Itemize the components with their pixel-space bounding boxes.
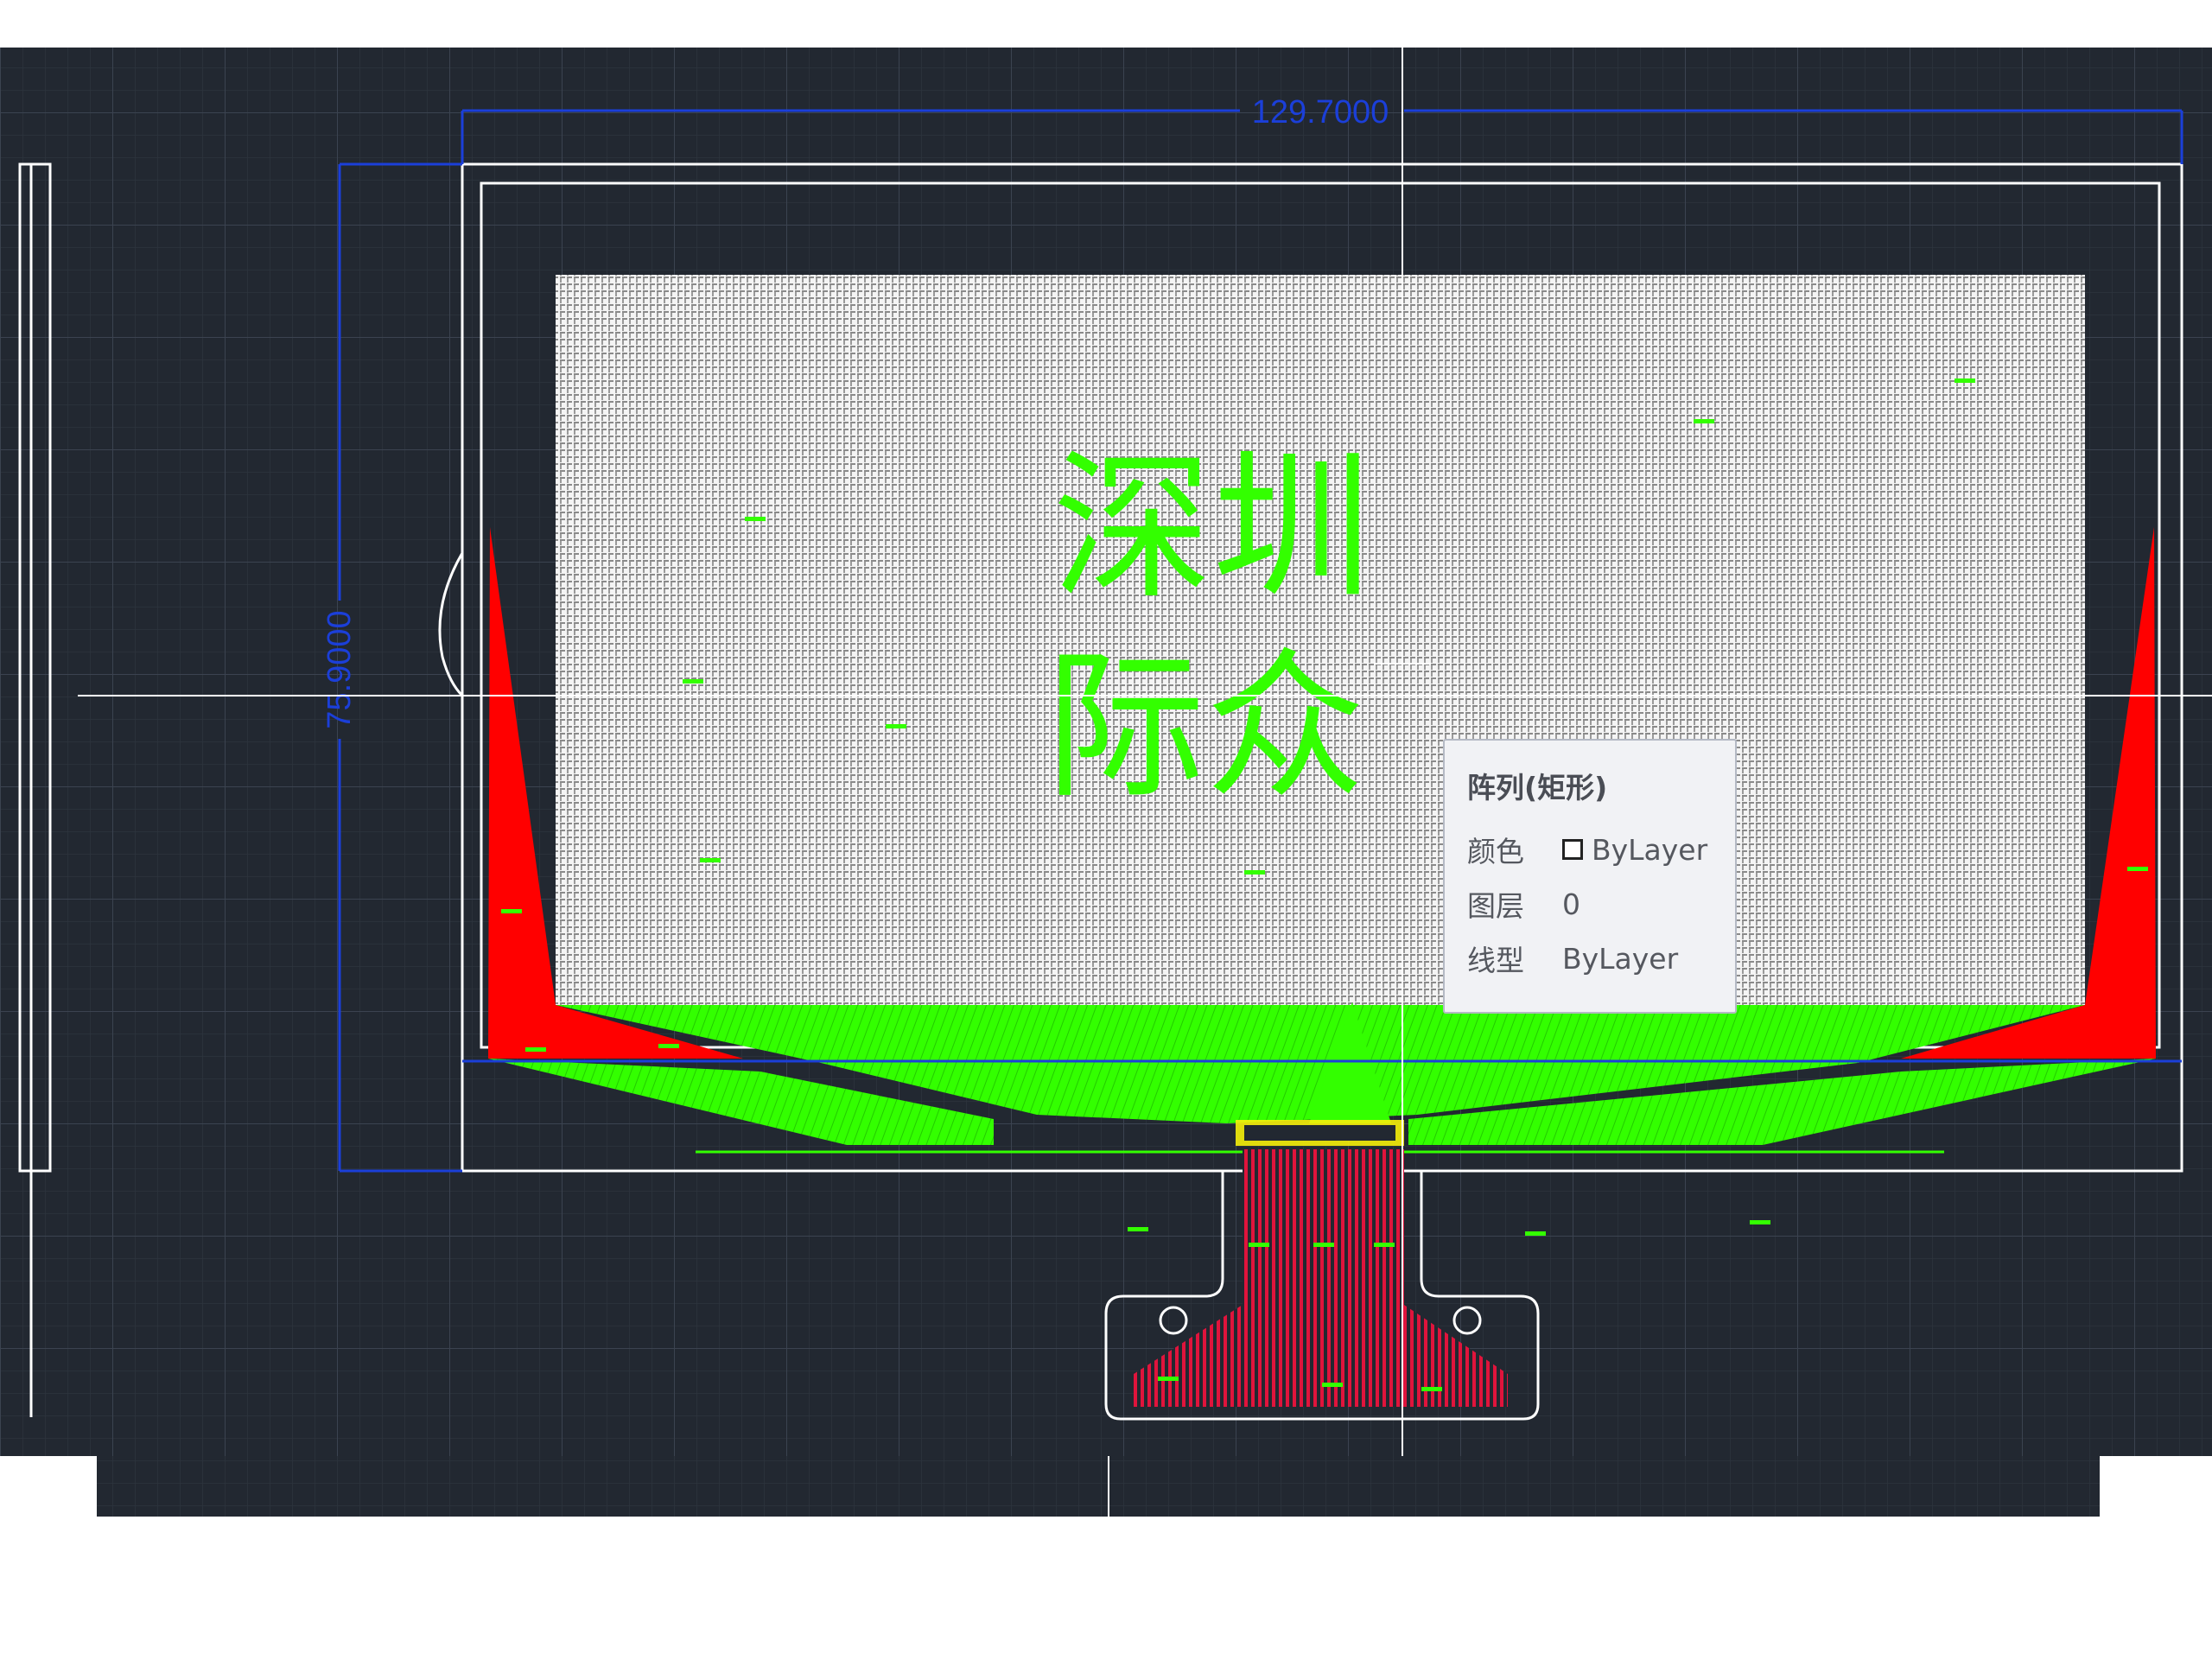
active-area-pixel-array[interactable]: [556, 275, 2085, 1005]
tooltip-title: 阵列(矩形): [1467, 771, 1608, 805]
object-tooltip: 阵列(矩形) 颜色 ByLayer 图层 0 线型 ByLayer: [1443, 739, 1737, 1014]
color-swatch-icon: [1562, 839, 1583, 860]
tooltip-label: 颜色: [1467, 835, 1524, 868]
crosshair-cursor: [78, 48, 2212, 1517]
green-markers: [501, 378, 2148, 1391]
fanout-red-region[interactable]: [488, 527, 2156, 1059]
fpc-traces[interactable]: [1134, 1120, 1508, 1407]
tooltip-value: ByLayer: [1592, 832, 1708, 867]
vertical-dimension-text: 75.9000: [321, 610, 358, 728]
fanout-green-region[interactable]: [488, 1002, 2156, 1154]
horizontal-dimension[interactable]: 129.7000: [461, 94, 2183, 164]
tooltip-label: 图层: [1467, 889, 1524, 923]
tooltip-label: 线型: [1467, 944, 1524, 977]
tooltip-row-color: 颜色 ByLayer: [1467, 829, 1707, 870]
fpc-tail-outline[interactable]: [1104, 1171, 1540, 1421]
tooltip-value: 0: [1562, 887, 1580, 921]
watermark-line-2: 际众: [1046, 633, 1365, 820]
tooltip-row-layer: 图层 0: [1467, 883, 1580, 925]
watermark-text: 深圳 际众: [1046, 435, 1372, 820]
tooltip-value: ByLayer: [1562, 941, 1679, 976]
vertical-dimension[interactable]: 75.9000: [321, 162, 462, 1173]
side-view-outline[interactable]: [18, 162, 52, 1417]
watermark-line-1: 深圳: [1052, 435, 1372, 621]
tooltip-row-linetype: 线型 ByLayer: [1467, 938, 1678, 979]
horizontal-dimension-text: 129.7000: [1252, 94, 1389, 130]
